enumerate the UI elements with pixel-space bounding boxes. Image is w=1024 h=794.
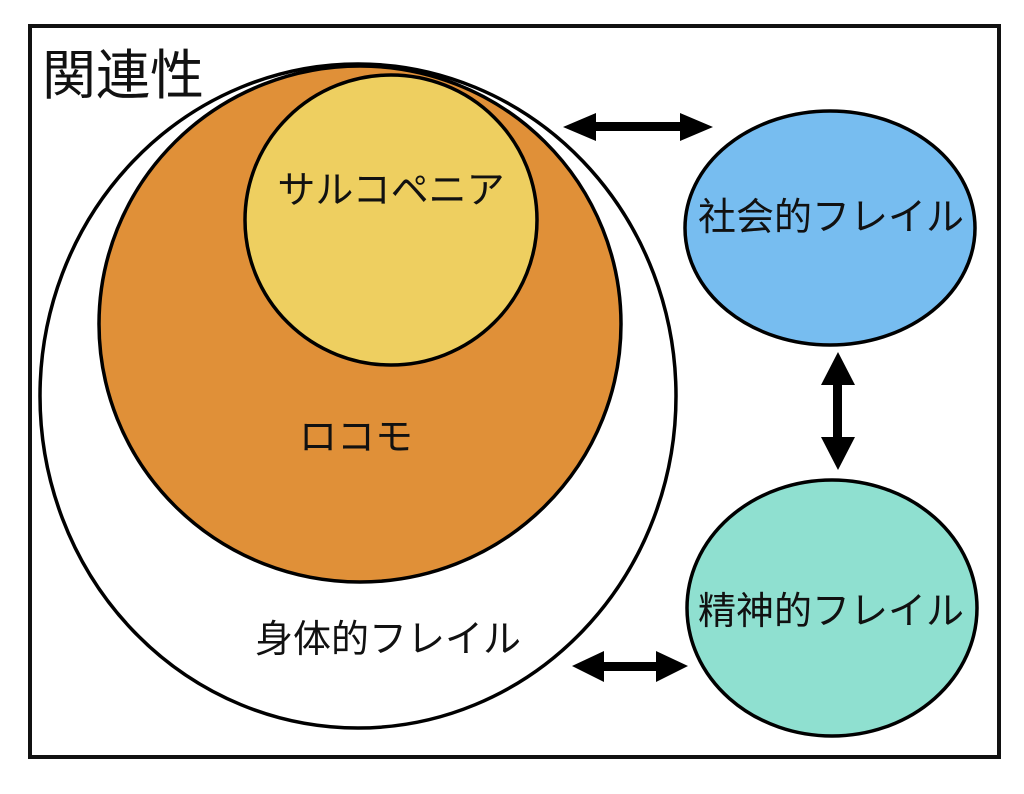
mental-frailty-circle xyxy=(685,478,979,738)
sarcopenia-circle xyxy=(243,73,539,367)
social-frailty-circle xyxy=(683,109,977,347)
physical-frailty-label: 身体的フレイル xyxy=(255,617,521,661)
mental-frailty-label: 精神的フレイル xyxy=(698,589,964,633)
social-frailty-label: 社会的フレイル xyxy=(698,195,964,239)
diagram-title: 関連性 xyxy=(42,44,204,107)
arrow-physical-social xyxy=(563,113,713,141)
sarcopenia-label: サルコペニア xyxy=(277,168,504,212)
arrow-social-mental xyxy=(821,352,855,470)
arrow-physical-mental xyxy=(572,651,688,682)
locomo-label: ロコモ xyxy=(299,415,413,459)
